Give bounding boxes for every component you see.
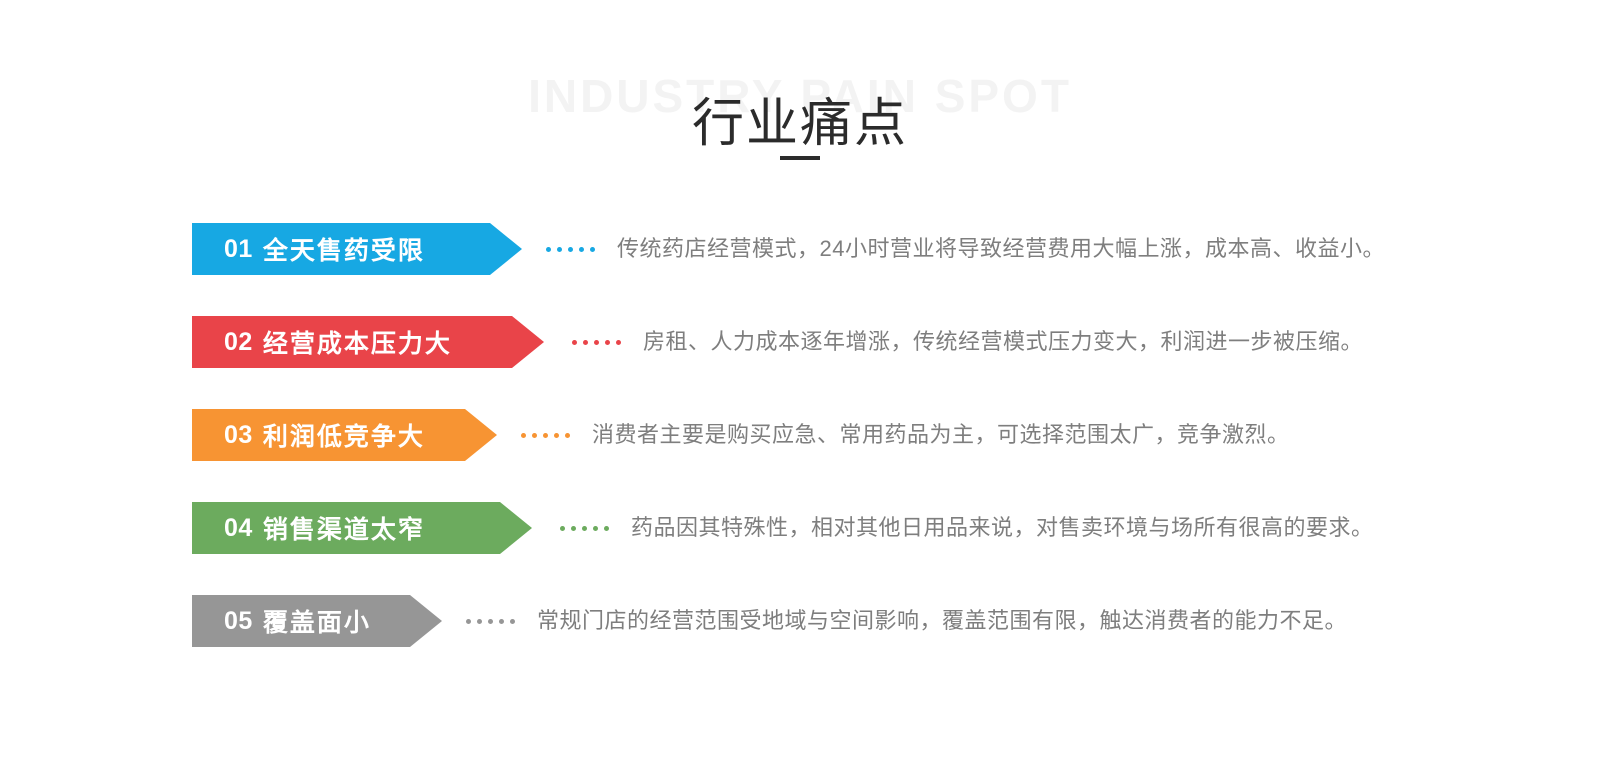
pain-point-tag-03[interactable]: 03 利润低竞争大 bbox=[192, 409, 497, 461]
pain-point-number: 03 bbox=[224, 420, 253, 449]
pain-point-number: 05 bbox=[224, 606, 253, 635]
pain-point-label: 利润低竞争大 bbox=[262, 423, 425, 451]
pain-point-tag-05[interactable]: 05 覆盖面小 bbox=[192, 595, 442, 647]
pain-point-description: 消费者主要是购买应急、常用药品为主，可选择范围太广，竞争激烈。 bbox=[592, 422, 1290, 447]
pain-point-description: 房租、人力成本逐年增涨，传统经营模式压力变大，利润进一步被压缩。 bbox=[643, 329, 1364, 354]
pain-point-description: 传统药店经营模式，24小时营业将导致经营费用大幅上涨，成本高、收益小。 bbox=[617, 236, 1385, 261]
watermark-text: INDUSTRY PAIN SPOT bbox=[528, 70, 1072, 122]
pain-point-number: 02 bbox=[224, 327, 253, 356]
list-item: 02 经营成本压力大 房租、人力成本逐年增涨，传统经营模式压力变大，利润进一步被… bbox=[192, 311, 1492, 373]
dots-separator-icon bbox=[560, 525, 609, 531]
dots-separator-icon bbox=[521, 432, 570, 438]
dots-separator-icon bbox=[572, 339, 621, 345]
pain-point-number: 01 bbox=[224, 234, 253, 263]
pain-point-list: 01 全天售药受限 传统药店经营模式，24小时营业将导致经营费用大幅上涨，成本高… bbox=[192, 218, 1492, 652]
pain-point-label: 全天售药受限 bbox=[262, 237, 425, 265]
pain-point-description: 常规门店的经营范围受地域与空间影响，覆盖范围有限，触达消费者的能力不足。 bbox=[537, 608, 1348, 633]
list-item: 03 利润低竞争大 消费者主要是购买应急、常用药品为主，可选择范围太广，竞争激烈… bbox=[192, 404, 1492, 466]
pain-point-tag-01[interactable]: 01 全天售药受限 bbox=[192, 223, 522, 275]
page-header: INDUSTRY PAIN SPOT 行业痛点 bbox=[0, 0, 1600, 200]
pain-point-tag-02[interactable]: 02 经营成本压力大 bbox=[192, 316, 544, 368]
page-title: 行业痛点 bbox=[691, 95, 908, 153]
pain-point-number: 04 bbox=[224, 513, 253, 542]
dots-separator-icon bbox=[546, 246, 595, 252]
list-item: 01 全天售药受限 传统药店经营模式，24小时营业将导致经营费用大幅上涨，成本高… bbox=[192, 218, 1492, 280]
pain-point-tag-04[interactable]: 04 销售渠道太窄 bbox=[192, 502, 532, 554]
pain-point-label: 经营成本压力大 bbox=[262, 330, 452, 358]
list-item: 05 覆盖面小 常规门店的经营范围受地域与空间影响，覆盖范围有限，触达消费者的能… bbox=[192, 590, 1492, 652]
pain-point-label: 销售渠道太窄 bbox=[262, 516, 425, 544]
list-item: 04 销售渠道太窄 药品因其特殊性，相对其他日用品来说，对售卖环境与场所有很高的… bbox=[192, 497, 1492, 559]
dots-separator-icon bbox=[466, 618, 515, 624]
pain-point-label: 覆盖面小 bbox=[262, 609, 371, 637]
pain-point-description: 药品因其特殊性，相对其他日用品来说，对售卖环境与场所有很高的要求。 bbox=[631, 515, 1374, 540]
title-underline bbox=[780, 156, 820, 160]
